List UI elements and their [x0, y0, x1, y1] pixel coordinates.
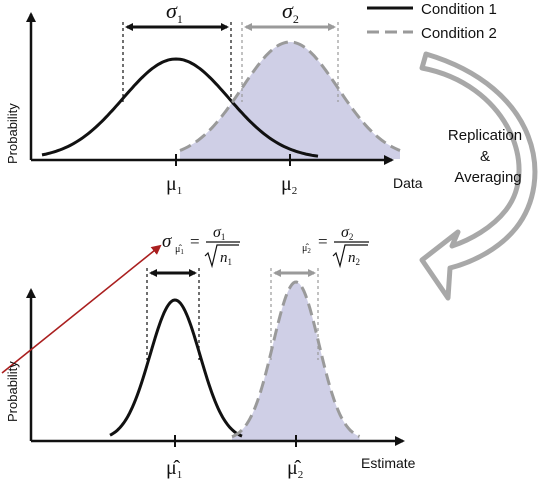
eq1-denominator: n1 [220, 250, 232, 267]
eq1-lhs: σ [162, 231, 172, 252]
top-y-label: Probability [5, 103, 20, 164]
eq2-equals: = [318, 232, 328, 251]
condition2-fill-top [180, 42, 400, 159]
mu2-label: μ2 [281, 173, 297, 197]
eq1-equals: = [190, 232, 200, 251]
condition1-curve-bottom [109, 298, 243, 438]
eq2-denominator: n2 [348, 250, 360, 267]
standard-error-equation-1: σ μ̂1 = σ1 n1 [162, 224, 240, 269]
top-panel: σ1 σ2 μ1 μ2 Data Probability [5, 0, 423, 197]
condition1-curve-top [41, 57, 319, 158]
sigma2-label: σ2 [282, 0, 299, 26]
mu2hat-label: μ̂2 [287, 457, 303, 481]
mu1-label: μ1 [166, 173, 182, 197]
bottom-panel: σ μ̂1 = σ1 n1 μ̂2 = σ2 n2 μ̂1 μ̂2 Estima… [1, 224, 416, 481]
bottom-y-label: Probability [5, 361, 20, 422]
averaging-text: Averaging [454, 169, 521, 186]
legend: Condition 1 Condition 2 [367, 1, 497, 42]
annotation-arrow [1, 244, 162, 374]
eq1-sqrt-icon [204, 244, 239, 269]
eq2-lhs-sub: μ̂2 [302, 243, 311, 255]
legend-condition2-label: Condition 2 [421, 25, 497, 42]
legend-condition1-label: Condition 1 [421, 1, 497, 18]
replication-arrow: Replication & Averaging [419, 51, 538, 301]
top-x-label: Data [393, 175, 423, 191]
sigma1-label: σ1 [166, 0, 183, 26]
condition2-curve-bottom [231, 280, 361, 439]
bottom-x-label: Estimate [361, 455, 416, 471]
condition2-fill-bottom [232, 282, 360, 440]
eq2-sqrt-icon [332, 244, 368, 269]
curved-arrow-icon [419, 51, 538, 301]
eq1-lhs-sub: μ̂1 [175, 244, 184, 256]
standard-error-equation-2: μ̂2 = σ2 n2 [302, 224, 369, 269]
mu1hat-label: μ̂1 [166, 457, 182, 481]
replication-text: Replication [448, 127, 522, 144]
eq1-numerator: σ1 [213, 224, 225, 242]
condition2-curve-top [179, 40, 401, 152]
eq2-numerator: σ2 [341, 224, 353, 242]
ampersand-text: & [480, 148, 490, 165]
